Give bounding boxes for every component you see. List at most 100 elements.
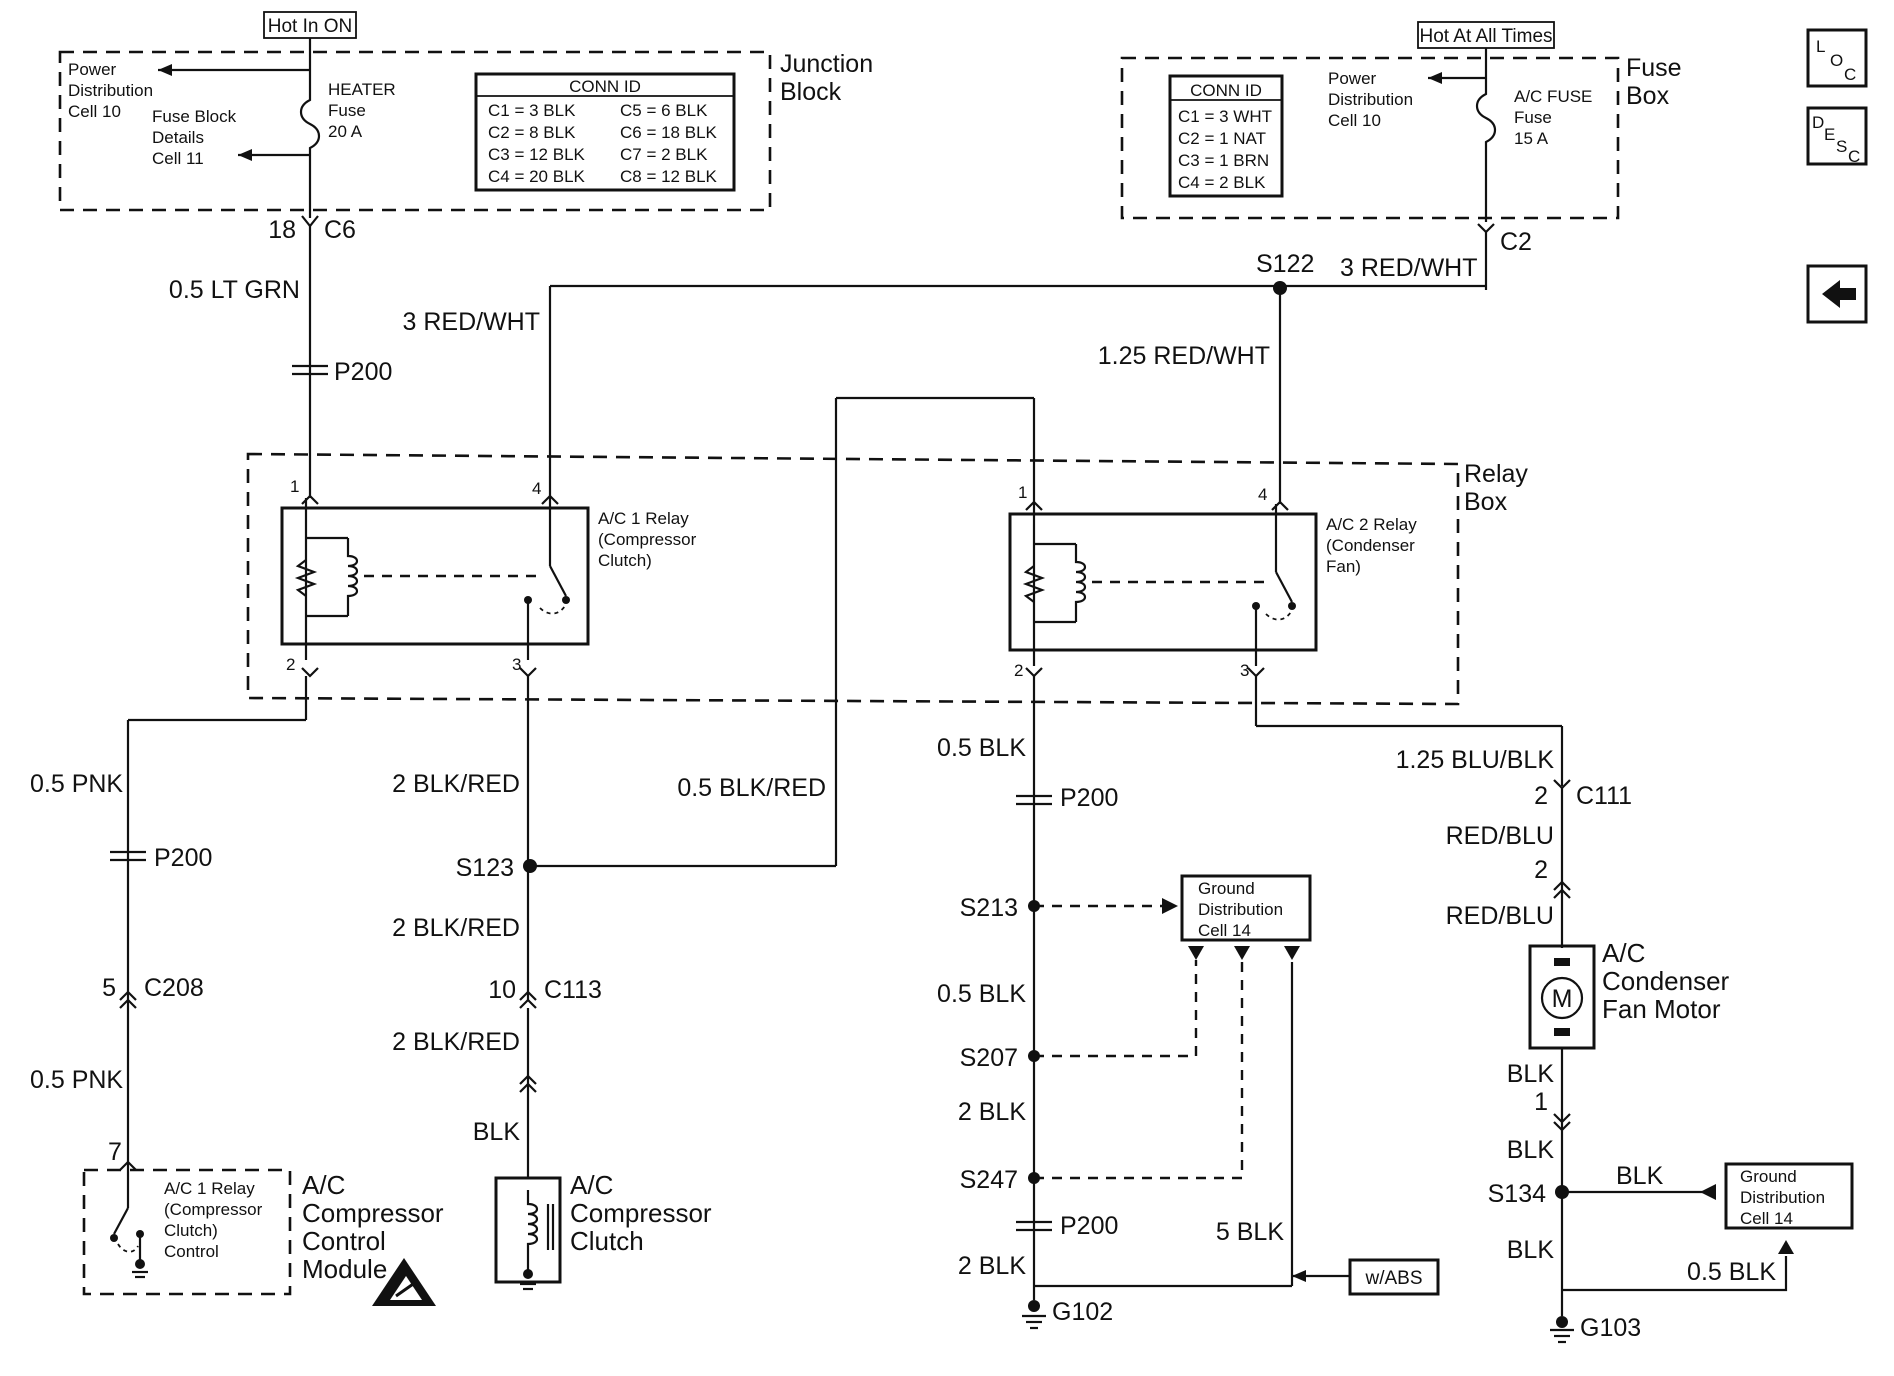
wire-pnk-label: 0.5 PNK bbox=[30, 1066, 123, 1094]
ac1-relay-label: A/C 1 Relay bbox=[598, 509, 689, 528]
power-dist-label: Power bbox=[68, 60, 117, 79]
compressor-control-module bbox=[82, 1168, 292, 1296]
arrow-icon bbox=[1428, 72, 1442, 84]
power-dist-label: Distribution bbox=[1328, 90, 1413, 109]
junction-block: Hot In ON Junction Block Power Distribut… bbox=[58, 11, 873, 212]
ground-dist-label: Ground bbox=[1740, 1167, 1797, 1186]
wire-blk-label: BLK bbox=[1507, 1060, 1555, 1088]
p200-label: P200 bbox=[1060, 784, 1118, 812]
compressor-clutch-label: Compressor bbox=[570, 1198, 712, 1228]
w-abs-box bbox=[1348, 1258, 1440, 1296]
jb-conn-id-table bbox=[474, 72, 736, 192]
conn-id-item: C6 = 18 BLK bbox=[620, 123, 718, 142]
wire-red-blu-label: RED/BLU bbox=[1446, 822, 1554, 850]
g103-label: G103 bbox=[1580, 1314, 1641, 1342]
fan-motor-label: Fan Motor bbox=[1602, 994, 1721, 1024]
ccm-relay-label: Clutch) bbox=[164, 1221, 218, 1240]
wire-blk-label: BLK bbox=[1507, 1136, 1555, 1164]
compressor-clutch bbox=[494, 1176, 562, 1284]
desc-letter: E bbox=[1824, 125, 1835, 144]
pin-number: 2 bbox=[286, 655, 295, 674]
power-dist-label: Cell 10 bbox=[68, 102, 121, 121]
c6-pin: 18 bbox=[268, 216, 296, 244]
arrow-icon bbox=[1700, 1184, 1716, 1200]
pin-number: 3 bbox=[512, 655, 521, 674]
conn-id-item: C7 = 2 BLK bbox=[620, 145, 708, 164]
c208-label: C208 bbox=[144, 974, 204, 1002]
p200-label: P200 bbox=[154, 844, 212, 872]
relay-box-title-2: Box bbox=[1464, 488, 1508, 516]
wire-blk-label: 2 BLK bbox=[958, 1252, 1026, 1280]
heater-fuse-label: Fuse bbox=[328, 101, 366, 120]
ground-icon bbox=[1550, 1316, 1574, 1344]
wire-blk-red-label: 2 BLK/RED bbox=[392, 914, 520, 942]
hot-at-all-times-label: Hot At All Times bbox=[1419, 26, 1552, 47]
pin-number: 2 bbox=[1014, 661, 1023, 680]
fan-motor-label: Condenser bbox=[1602, 966, 1730, 996]
motor-symbol: M bbox=[1552, 985, 1573, 1013]
ccm-label: Compressor bbox=[302, 1198, 444, 1228]
conn-id-item: C4 = 2 BLK bbox=[1178, 173, 1266, 192]
w-abs-label: w/ABS bbox=[1364, 1268, 1422, 1289]
p200-connector-icon bbox=[1016, 1220, 1052, 1232]
power-dist-label: Power bbox=[1328, 69, 1377, 88]
loc-letter: L bbox=[1816, 37, 1825, 56]
conn-id-header: CONN ID bbox=[1190, 81, 1262, 100]
wire-blk-label: 0.5 BLK bbox=[937, 734, 1026, 762]
loc-letter: C bbox=[1844, 65, 1856, 84]
ac1-relay-label: (Compressor bbox=[598, 530, 697, 549]
ac-fuse-label: Fuse bbox=[1514, 108, 1552, 127]
p200-connector-icon bbox=[110, 850, 146, 862]
back-button[interactable] bbox=[1806, 264, 1868, 324]
power-dist-label: Distribution bbox=[68, 81, 153, 100]
desc-button[interactable]: D E S C bbox=[1806, 106, 1868, 166]
back-arrow-icon bbox=[1822, 280, 1856, 308]
ac2-relay-label: Fan) bbox=[1326, 557, 1361, 576]
pin-number: 1 bbox=[290, 477, 299, 496]
p200-connector-icon bbox=[1016, 794, 1052, 806]
relay-box-title-1: Relay bbox=[1464, 460, 1528, 488]
ccm-relay-label: A/C 1 Relay bbox=[164, 1179, 255, 1198]
ground-dist-label: Distribution bbox=[1198, 900, 1283, 919]
arrow-icon bbox=[1234, 946, 1250, 960]
conn-id-item: C1 = 3 WHT bbox=[1178, 107, 1272, 126]
ac2-relay-label: A/C 2 Relay bbox=[1326, 515, 1417, 534]
loc-button[interactable]: L O C bbox=[1806, 28, 1868, 88]
ccm-label: Module bbox=[302, 1254, 387, 1284]
s207-label: S207 bbox=[960, 1044, 1018, 1072]
p200-label: P200 bbox=[1060, 1212, 1118, 1240]
wire-blk-label: BLK bbox=[1507, 1236, 1555, 1264]
hot-in-on-label: Hot In ON bbox=[268, 16, 352, 37]
wire-pnk-label: 0.5 PNK bbox=[30, 770, 123, 798]
p200-label: P200 bbox=[334, 358, 392, 386]
g102-label: G102 bbox=[1052, 1298, 1113, 1326]
conn-id-item: C2 = 8 BLK bbox=[488, 123, 576, 142]
ground-dist-label: Cell 14 bbox=[1198, 921, 1251, 940]
relay-switch-icon bbox=[110, 1176, 148, 1279]
pin-number: 2 bbox=[1534, 856, 1548, 884]
conn-id-item: C4 = 20 BLK bbox=[488, 167, 586, 186]
ground-icon bbox=[1022, 1300, 1046, 1330]
wire-blk-label: BLK bbox=[1616, 1162, 1664, 1190]
wire-lt-grn-label: 0.5 LT GRN bbox=[169, 276, 300, 304]
conn-id-item: C1 = 3 BLK bbox=[488, 101, 576, 120]
compressor-clutch-label: Clutch bbox=[570, 1226, 644, 1256]
fuse-block-label: Cell 11 bbox=[152, 149, 204, 168]
desc-letter: D bbox=[1812, 113, 1824, 132]
fuse-block-label: Details bbox=[152, 128, 204, 147]
heater-fuse-icon bbox=[299, 70, 321, 200]
esd-warning-icon bbox=[372, 1258, 436, 1306]
s134-label: S134 bbox=[1488, 1180, 1546, 1208]
ccm-label: Control bbox=[302, 1226, 386, 1256]
junction-block-title-1: Junction bbox=[780, 50, 873, 78]
s122-label: S122 bbox=[1256, 250, 1314, 278]
c6-label: C6 bbox=[324, 216, 356, 244]
ground-distribution-box bbox=[1724, 1162, 1854, 1230]
ac-fuse-icon bbox=[1475, 78, 1497, 222]
c113-pin: 10 bbox=[488, 976, 516, 1004]
wiring: 18 C6 0.5 LT GRN P200 C2 S122 3 RED/WHT … bbox=[30, 200, 1794, 1344]
arrow-icon bbox=[158, 64, 172, 76]
conn-id-item: C2 = 1 NAT bbox=[1178, 129, 1266, 148]
wire-red-wht-label: 3 RED/WHT bbox=[1340, 254, 1478, 282]
